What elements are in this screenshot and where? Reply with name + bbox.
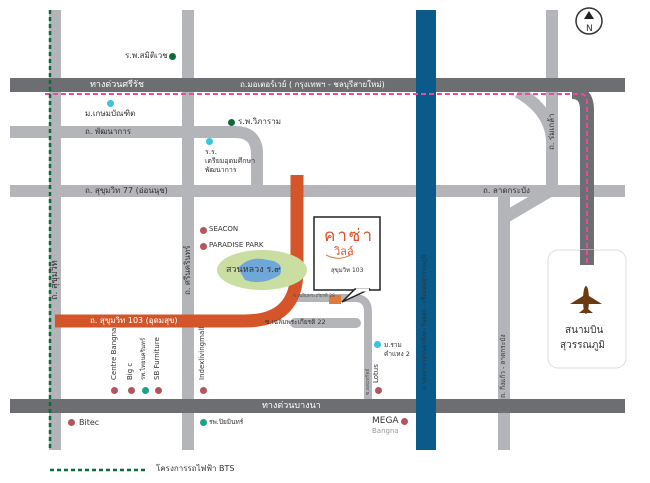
samitivej-label: ร.พ.สมิติเวช bbox=[125, 51, 168, 60]
poi-marker-icon bbox=[200, 387, 207, 394]
airplane-icon bbox=[570, 286, 602, 314]
sukhumvit-label: ถ. สุขุมวิท bbox=[50, 260, 60, 300]
ring-road-label: ถ.วงแหวนรอบนอกฝั่งตะวันออก - เชื่อมต่อสุ… bbox=[421, 254, 428, 390]
compass-icon bbox=[575, 7, 603, 35]
hospital-marker-icon bbox=[142, 387, 149, 394]
bangna-expressway-label: ทางด่วนบางนา bbox=[262, 401, 321, 411]
airport-label-2: สุวรรณภูมิ bbox=[560, 340, 605, 351]
poi-marker-icon bbox=[111, 387, 118, 394]
university-marker-icon bbox=[374, 341, 381, 348]
phatthanakan-label: ถ. พัฒนาการ bbox=[85, 127, 132, 136]
wibharam-label: ร.พ.วิภาราม bbox=[238, 117, 281, 126]
seacon-label: SEACON bbox=[209, 225, 239, 233]
lotus-label: Lotus bbox=[372, 364, 380, 383]
soi28-label: ซ.เฉลิมพระเกียรติ 28 bbox=[293, 294, 336, 299]
legend-bts-label: โครงการรถไฟฟ้า BTS bbox=[156, 464, 235, 473]
poi-marker-icon bbox=[200, 227, 207, 234]
road-airport bbox=[571, 85, 594, 258]
piyamin-label: รพ.ปิยมินทร์ bbox=[209, 418, 244, 426]
poi-marker-icon bbox=[128, 387, 135, 394]
soi22-label: ซ.เฉลิมพระเกียรติ 22 bbox=[265, 318, 326, 326]
airport-label-1: สนามบิน bbox=[565, 325, 604, 336]
school-label-1: ร.ร. bbox=[205, 148, 217, 156]
school-marker-icon bbox=[206, 138, 213, 145]
latkrabang-label: ถ. ลาดกระบัง bbox=[483, 186, 530, 195]
centre-bangna-label: Centre Bangna bbox=[110, 327, 118, 380]
road-kingkaew-diag bbox=[500, 185, 554, 224]
sb-label: SB Furniture bbox=[153, 337, 161, 380]
hospital-marker-icon bbox=[228, 119, 235, 126]
hospital-marker-icon bbox=[200, 419, 207, 426]
ram-label-2: คำแหง 2 bbox=[384, 350, 410, 358]
project-name-2: วิลล์ bbox=[334, 245, 354, 258]
kingkaew-label: ถ. กิ่งแก้ว - ลาดกระบัง bbox=[499, 334, 507, 398]
compass-label: N bbox=[586, 24, 593, 34]
hospital-marker-icon bbox=[169, 53, 176, 60]
ram-label-1: ม.ราม bbox=[384, 341, 402, 349]
road-romklao-curve bbox=[514, 86, 558, 141]
road-soi28 bbox=[290, 294, 372, 406]
poi-marker-icon bbox=[375, 387, 382, 394]
bitec-label: Bitec bbox=[79, 418, 100, 427]
paradise-label: PARADISE PARK bbox=[209, 241, 264, 249]
school-label-2: เตรียมอุดมศึกษา bbox=[205, 157, 256, 165]
poi-marker-icon bbox=[200, 243, 207, 250]
project-callout bbox=[313, 216, 381, 291]
index-label: Indexlivingmall bbox=[198, 326, 206, 380]
romklao-label: ถ. ร่มเกล้า bbox=[547, 113, 556, 150]
school-label-3: พัฒนาการ bbox=[205, 166, 237, 174]
poi-marker-icon bbox=[155, 387, 162, 394]
bigc-label: Big c bbox=[126, 362, 134, 380]
park-lake bbox=[238, 258, 282, 283]
sirat-expressway-label: ทางด่วนศรีรัช bbox=[90, 80, 144, 90]
thainakarin-label: รพ.ไทยนครินทร์ bbox=[140, 337, 147, 380]
project-sub: สุขุมวิท 103 bbox=[331, 267, 364, 274]
soi-vertical-label: ซ.ผสมทรัพย์ bbox=[365, 368, 371, 395]
park-label: สวนหลวง ร.๙ bbox=[226, 265, 281, 275]
srinakarin-label: ถ. ศรีนครินทร์ bbox=[183, 245, 192, 295]
road-phatthanakan bbox=[10, 126, 263, 185]
sukhumvit77-label: ถ. สุขุมวิท 77 (อ่อนนุช) bbox=[85, 186, 168, 195]
project-name-1: คาซ่า bbox=[324, 226, 375, 246]
mega-sub-label: Bangna bbox=[372, 427, 399, 435]
mega-label: MEGA bbox=[372, 416, 399, 426]
motorway-label: ถ.มอเตอร์เวย์ ( กรุงเทพฯ - ชลบุรีสายใหม่… bbox=[240, 80, 385, 89]
poi-marker-icon bbox=[68, 419, 75, 426]
pink-rail-line bbox=[45, 93, 588, 258]
poi-marker-icon bbox=[401, 418, 408, 425]
sukhumvit103-label: ถ. สุขุมวิท 103 (อุดมสุข) bbox=[90, 316, 178, 325]
university-marker-icon bbox=[107, 100, 114, 107]
kasem-label: ม.เกษมบัณฑิต bbox=[85, 109, 136, 118]
project-marker-icon bbox=[329, 295, 341, 304]
